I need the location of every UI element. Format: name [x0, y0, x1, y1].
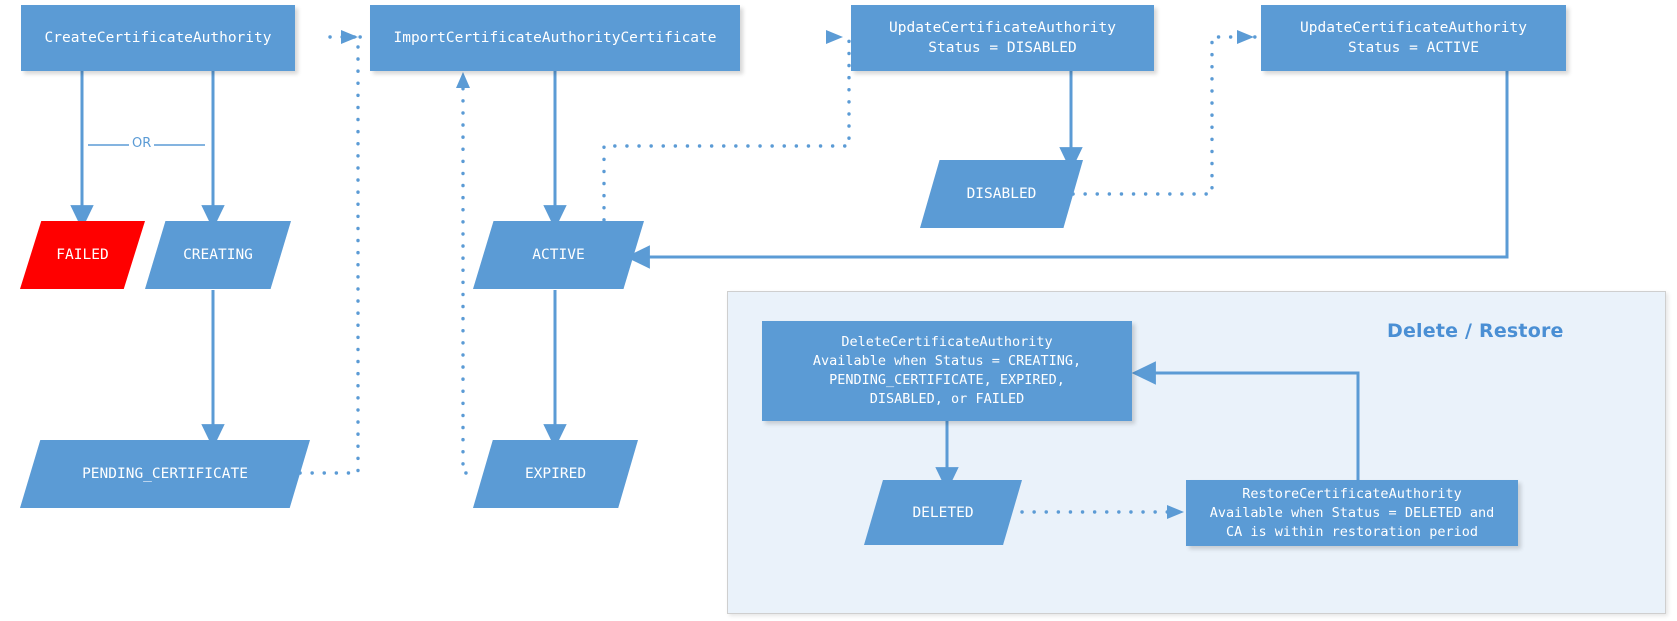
node-status-failed[interactable]: FAILED	[20, 221, 145, 289]
arrowhead-into-importca-left	[341, 30, 358, 44]
node-status-creating[interactable]: CREATING	[145, 221, 291, 289]
node-status-expired[interactable]: EXPIRED	[473, 440, 638, 508]
node-update-certificate-authority-active[interactable]: UpdateCertificateAuthority Status = ACTI…	[1261, 5, 1566, 71]
edge-pending-to-importca	[298, 35, 368, 475]
node-update-certificate-authority-disabled[interactable]: UpdateCertificateAuthority Status = DISA…	[851, 5, 1154, 71]
arrowhead-into-updateca-active	[1237, 30, 1254, 44]
edge-expired-to-importca	[461, 86, 468, 475]
or-label: OR	[129, 136, 155, 151]
node-import-certificate-authority-certificate[interactable]: ImportCertificateAuthorityCertificate	[370, 5, 740, 71]
node-restore-certificate-authority[interactable]: RestoreCertificateAuthority Available wh…	[1186, 480, 1518, 546]
node-status-active[interactable]: ACTIVE	[473, 221, 644, 289]
node-status-pending-certificate[interactable]: PENDING_CERTIFICATE	[20, 440, 310, 508]
arrowhead-into-updateca-disabled	[826, 30, 843, 44]
node-status-disabled[interactable]: DISABLED	[920, 160, 1083, 228]
arrowhead-into-importca-bottom	[456, 72, 470, 88]
node-delete-certificate-authority[interactable]: DeleteCertificateAuthority Available whe…	[762, 321, 1132, 421]
node-status-deleted[interactable]: DELETED	[864, 480, 1022, 545]
delete-restore-panel-title: Delete / Restore	[1387, 320, 1564, 342]
node-create-certificate-authority[interactable]: CreateCertificateAuthority	[21, 5, 295, 71]
